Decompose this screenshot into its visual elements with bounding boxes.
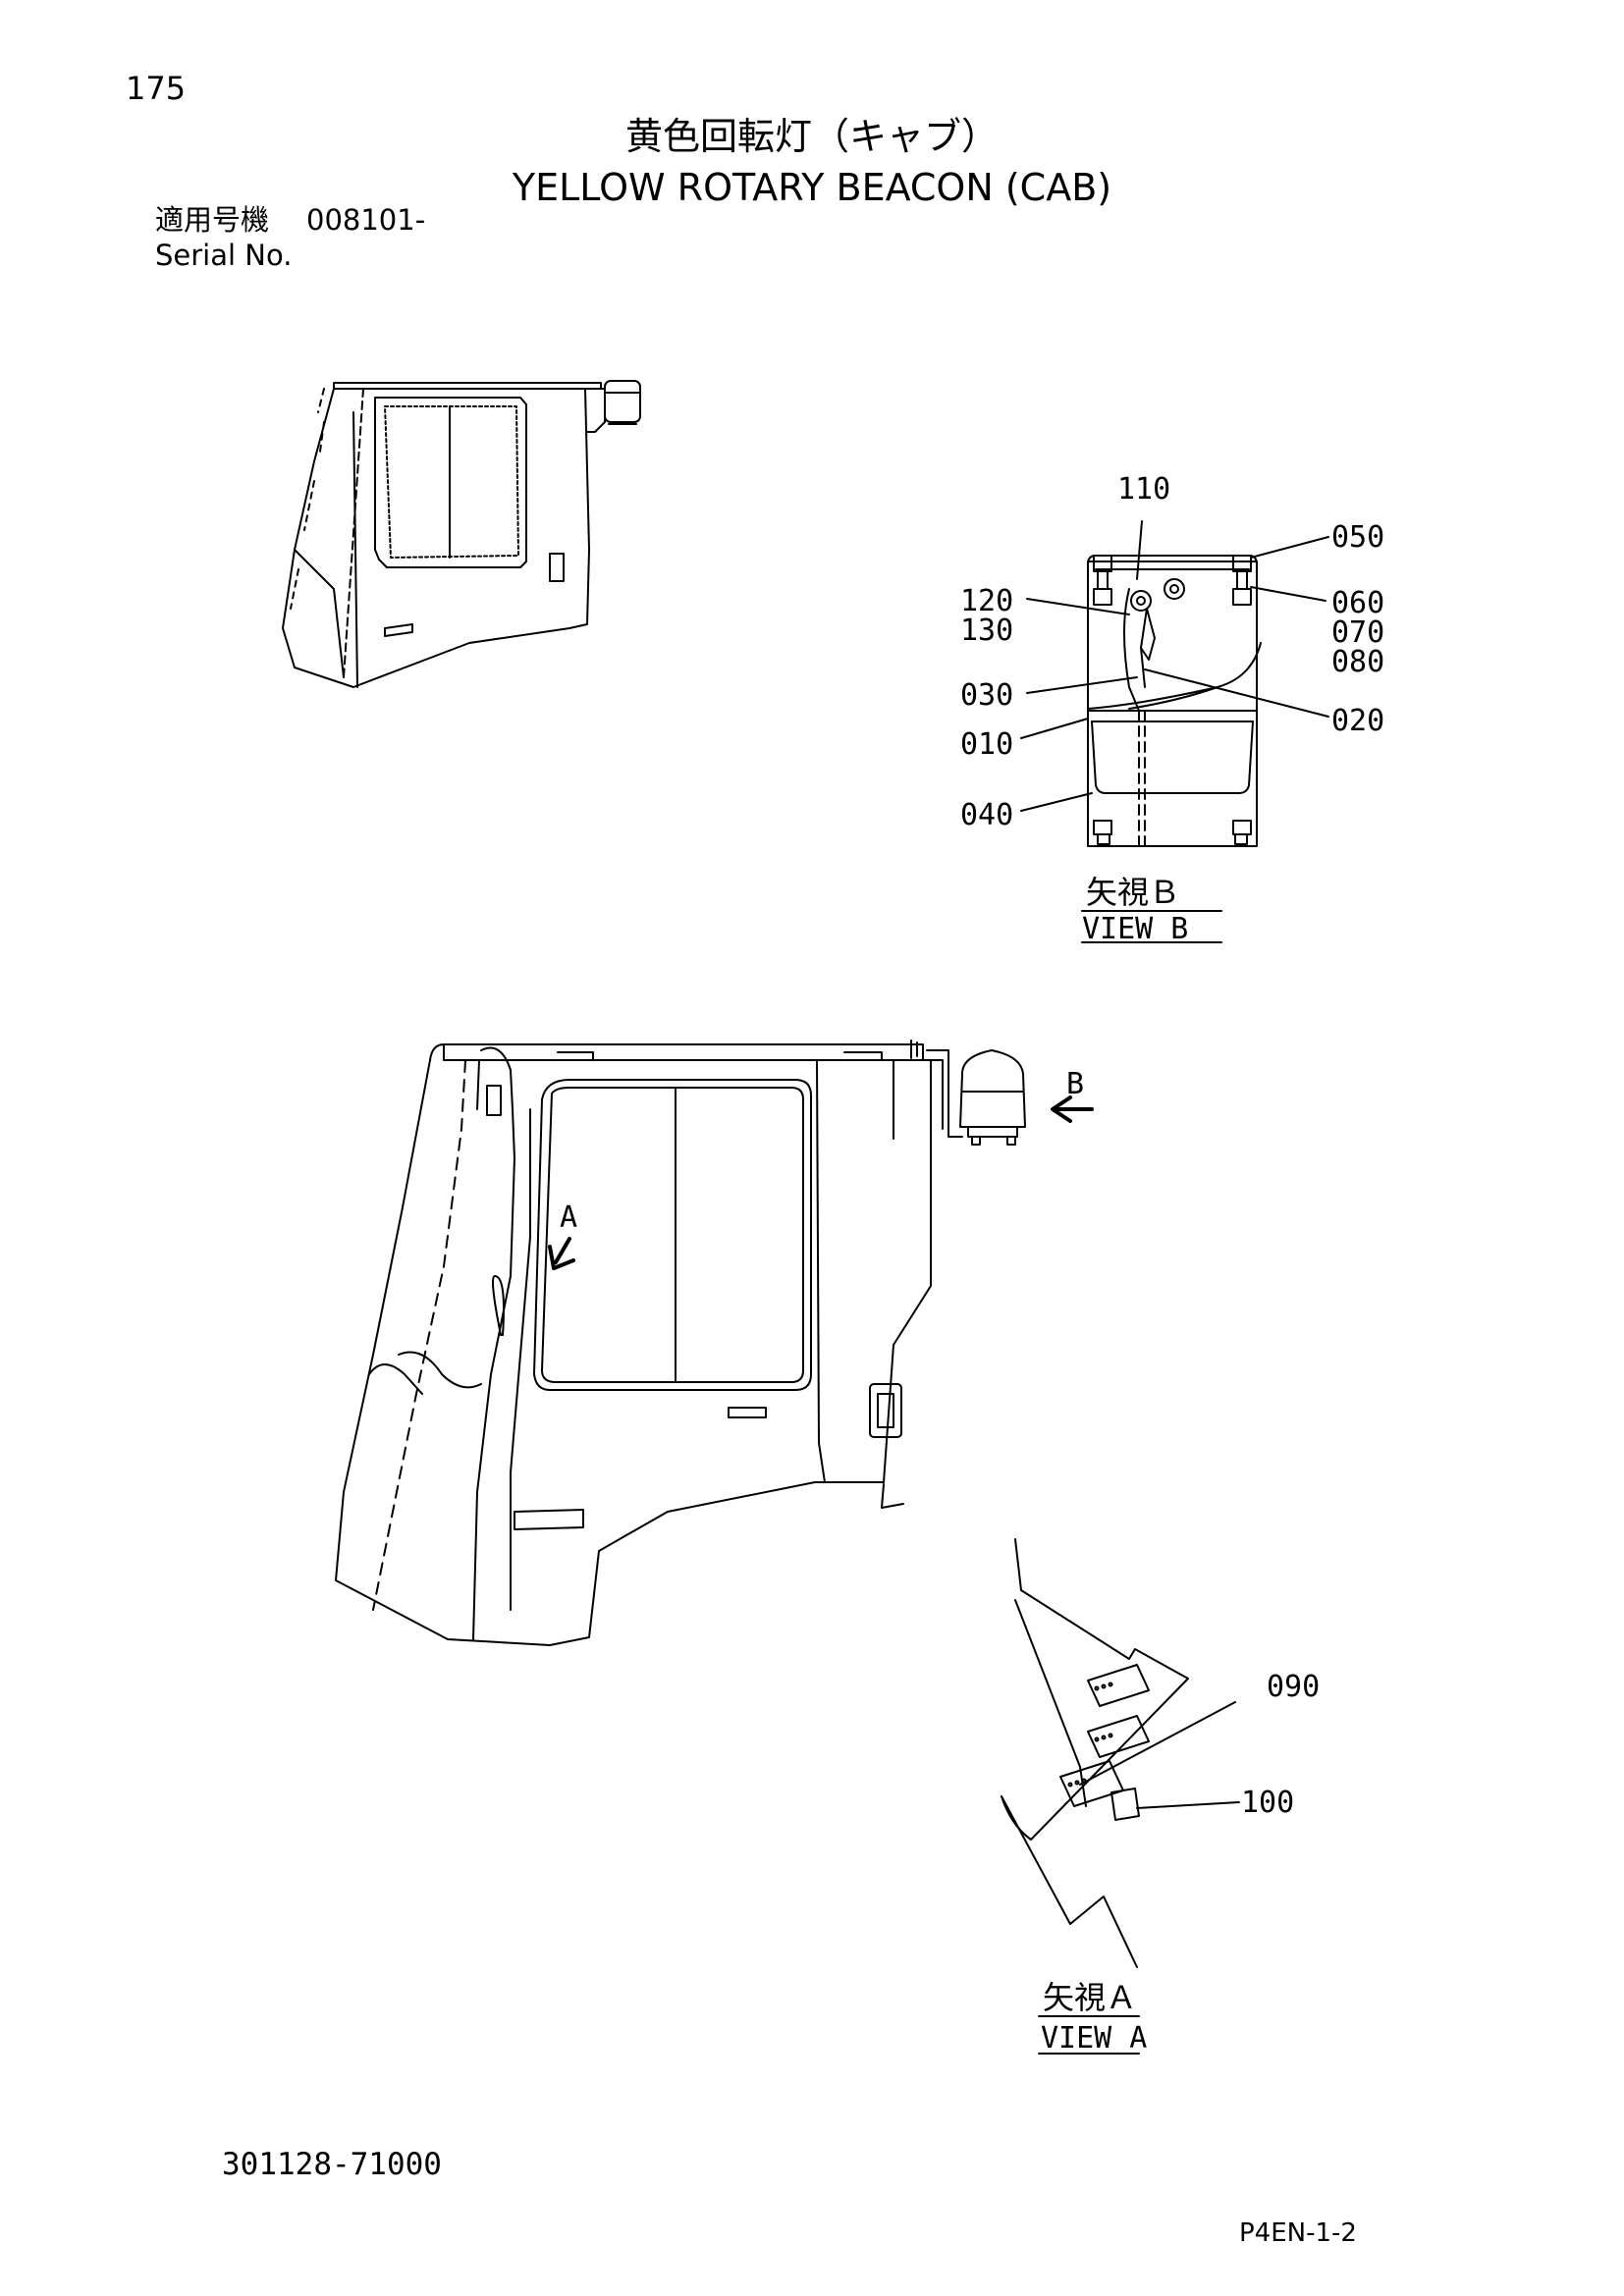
view-a-caption-japanese: 矢視Ａ	[1043, 1979, 1137, 2016]
title-english: YELLOW ROTARY BEACON (CAB)	[512, 166, 1112, 209]
overview-cab-drawing	[282, 380, 641, 688]
callout-130: 130	[960, 614, 1013, 648]
view-b-caption-english: VIEW B	[1082, 912, 1188, 946]
callout-060: 060	[1331, 586, 1384, 620]
page-code: P4EN-1-2	[1239, 2218, 1357, 2248]
callout-050: 050	[1331, 520, 1384, 555]
page-number: 175	[126, 70, 187, 107]
view-arrow-a-label: A	[560, 1201, 577, 1235]
serial-label-japanese: 適用号機	[155, 203, 270, 237]
callout-070: 070	[1331, 615, 1384, 650]
title-japanese: 黄色回転灯（キャブ）	[624, 115, 999, 158]
callout-080: 080	[1331, 645, 1384, 679]
callout-020: 020	[1331, 704, 1384, 738]
callout-090: 090	[1267, 1670, 1320, 1704]
serial-label-english: Serial No.	[155, 239, 293, 272]
view-a-drawing	[1001, 1538, 1240, 1968]
view-a-caption-english: VIEW A	[1041, 2021, 1147, 2056]
callout-030: 030	[960, 678, 1013, 713]
serial-number-value: 008101-	[306, 203, 426, 237]
view-arrow-b-label: B	[1066, 1067, 1084, 1101]
callout-110: 110	[1117, 472, 1170, 507]
callout-010: 010	[960, 727, 1013, 762]
drawing-part-number: 301128-71000	[222, 2147, 442, 2182]
view-b-caption-japanese: 矢視Ｂ	[1086, 874, 1180, 911]
view-b-drawing	[1020, 520, 1329, 943]
callout-040: 040	[960, 798, 1013, 832]
callout-120: 120	[960, 584, 1013, 618]
callout-100: 100	[1241, 1786, 1294, 1820]
main-cab-drawing	[335, 1040, 1094, 1646]
